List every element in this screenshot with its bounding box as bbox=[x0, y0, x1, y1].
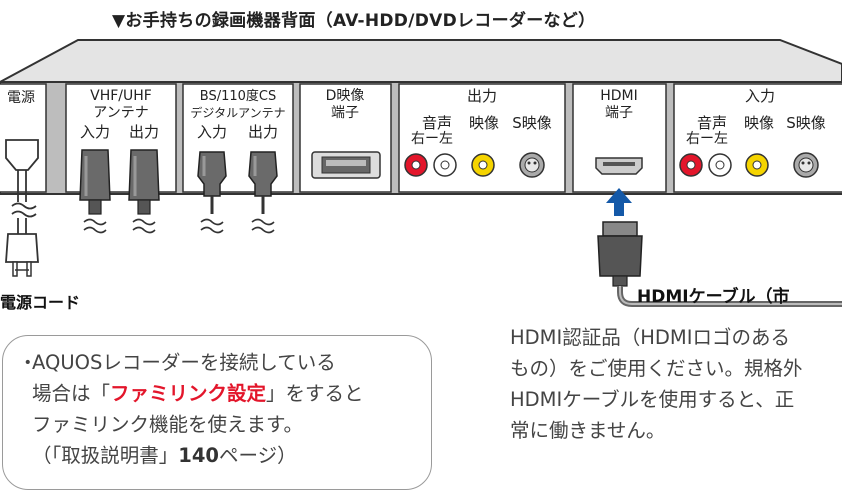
power-plug-icon bbox=[5, 233, 39, 277]
input-header: 入力 bbox=[745, 87, 775, 105]
power-box bbox=[0, 83, 47, 193]
output-video-jack-icon bbox=[471, 153, 495, 177]
vhf-out-plug-icon bbox=[128, 149, 160, 234]
note-line-4: （「取扱説明書」140ページ） bbox=[32, 444, 297, 467]
hdmi-note-line-4: 常に働きません。 bbox=[510, 419, 666, 442]
diagram-title: ▼お手持ちの録画機器背面（AV-HDD/DVDレコーダーなど） bbox=[112, 11, 596, 31]
hdmi-port-icon bbox=[595, 157, 643, 175]
note-line-3: ファミリンク機能を使えます。 bbox=[32, 413, 304, 436]
hdmi-note-line-1: HDMI認証品（HDMIロゴのある bbox=[510, 326, 791, 349]
note-line-1: AQUOSレコーダーを接続している bbox=[32, 351, 336, 374]
input-audio-sub: 右ー左 bbox=[686, 131, 728, 147]
power-cord-label: 電源コード bbox=[0, 293, 81, 312]
vhf-in-label: 入力 bbox=[80, 123, 110, 141]
vhf-out-label: 出力 bbox=[129, 123, 159, 141]
recorder-back-panel: 電源 VHF/UHF アンテナ 入力 出力 BS/110度CS デジタルアンテナ… bbox=[0, 39, 842, 307]
input-svideo-label: S映像 bbox=[786, 114, 826, 132]
bs-label-1: BS/110度CS bbox=[200, 88, 276, 104]
output-svideo-jack-icon bbox=[519, 152, 545, 178]
bs-out-plug-icon bbox=[248, 151, 278, 234]
output-audio-sub: 右ー左 bbox=[411, 131, 453, 147]
output-audio-label: 音声 bbox=[422, 114, 452, 132]
page-number: 140 bbox=[178, 444, 219, 467]
hdmi-label-1: HDMI bbox=[600, 88, 638, 104]
note-line-2: 場合は「ファミリンク設定」をすると bbox=[32, 382, 364, 405]
output-video-label: 映像 bbox=[469, 114, 499, 132]
bs-label-2: デジタルアンテナ bbox=[190, 105, 285, 120]
bs-in-plug-icon bbox=[197, 151, 227, 234]
input-audio-label: 音声 bbox=[697, 114, 727, 132]
hdmi-cable-label: HDMIケーブル（市 bbox=[637, 287, 790, 307]
aquos-note: ・ AQUOSレコーダーを接続している 場合は「ファミリンク設定」をすると ファ… bbox=[18, 347, 432, 471]
d-video-label-2: 端子 bbox=[331, 105, 359, 121]
hdmi-cable-plug-icon bbox=[597, 221, 643, 287]
hdmi-note-line-2: もの）をご使用ください。規格外 bbox=[510, 357, 803, 380]
input-audio-l-jack-icon bbox=[708, 153, 732, 177]
familink-setting-highlight: ファミリンク設定 bbox=[110, 382, 267, 405]
output-svideo-label: S映像 bbox=[512, 114, 552, 132]
input-audio-r-jack-icon bbox=[679, 153, 703, 177]
input-svideo-jack-icon bbox=[793, 152, 819, 178]
input-video-jack-icon bbox=[745, 153, 769, 177]
output-header: 出力 bbox=[467, 87, 497, 105]
note-box bbox=[2, 335, 432, 490]
output-audio-l-jack-icon bbox=[433, 153, 457, 177]
power-cord-icon bbox=[11, 170, 37, 234]
bs-in-label: 入力 bbox=[197, 123, 227, 141]
power-socket-icon bbox=[5, 139, 39, 171]
vhf-in-plug-icon bbox=[79, 149, 111, 234]
power-label: 電源 bbox=[7, 90, 35, 106]
d-video-connector-icon bbox=[311, 151, 381, 179]
hdmi-insert-arrow-icon bbox=[606, 188, 632, 216]
hdmi-note-line-3: HDMIケーブルを使用すると、正 bbox=[510, 388, 795, 411]
vhf-label-2: アンテナ bbox=[93, 105, 148, 121]
device-top-surface bbox=[0, 39, 842, 83]
vhf-label-1: VHF/UHF bbox=[90, 88, 152, 104]
hdmi-certification-note: HDMI認証品（HDMIロゴのある もの）をご使用ください。規格外 HDMIケー… bbox=[510, 322, 842, 446]
output-audio-r-jack-icon bbox=[404, 153, 428, 177]
input-video-label: 映像 bbox=[744, 114, 774, 132]
bs-out-label: 出力 bbox=[248, 123, 278, 141]
d-video-label-1: D映像 bbox=[326, 88, 365, 104]
hdmi-label-2: 端子 bbox=[605, 105, 633, 121]
note-bullet: ・ bbox=[18, 351, 38, 374]
